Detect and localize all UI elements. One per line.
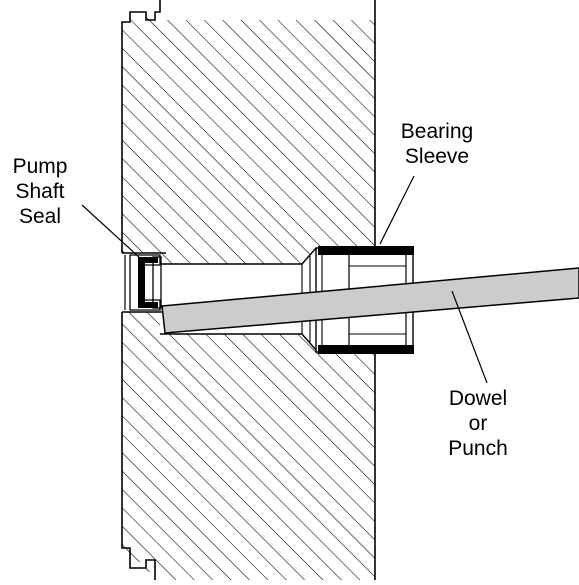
label-line: Bearing xyxy=(400,120,474,143)
label-line: or xyxy=(468,412,488,435)
pump-shaft-seal xyxy=(124,254,162,311)
label-line: Punch xyxy=(448,437,508,460)
seal-leader-line xyxy=(81,204,141,259)
label-line: Sleeve xyxy=(404,145,470,168)
label-line: Shaft xyxy=(15,180,65,203)
housing-bottom-notch xyxy=(121,312,156,580)
label-line: Seal xyxy=(18,205,62,228)
dowel-or-punch xyxy=(161,267,579,334)
bearing-sleeve-label: Bearing Sleeve xyxy=(385,119,489,169)
pump-shaft-seal-label: Pump Shaft Seal xyxy=(0,154,80,229)
label-line: Pump xyxy=(12,155,68,178)
dowel-or-punch-label: Dowel or Punch xyxy=(438,386,518,461)
label-line: Dowel xyxy=(448,387,508,410)
bearing-leader-line xyxy=(379,175,415,245)
dowel-leader-line xyxy=(451,290,488,384)
housing-top-notch xyxy=(121,0,161,30)
